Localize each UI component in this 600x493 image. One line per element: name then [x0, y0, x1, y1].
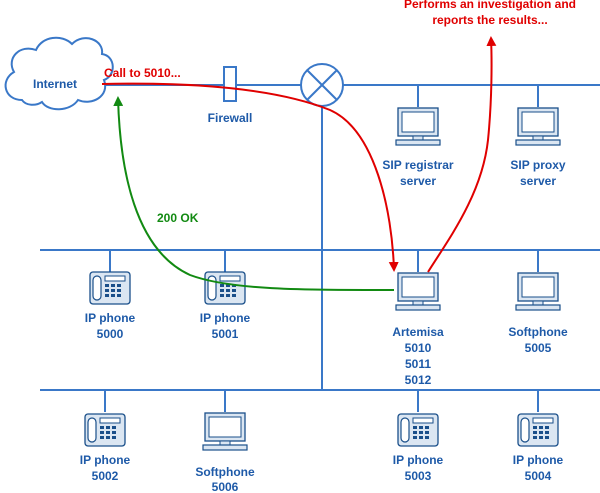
sip-registrar-label-line1: SIP registrar [382, 158, 453, 172]
ip-phone-5000-icon [89, 271, 131, 305]
ip-phone-5000-label-line1: IP phone [85, 311, 136, 325]
ip-phone-5002-label-line2: 5002 [92, 469, 119, 483]
softphone-5005-label-line1: Softphone [508, 325, 568, 339]
sip-proxy-label-line1: SIP proxy [510, 158, 565, 172]
artemisa-label-line1: Artemisa [392, 325, 444, 339]
ip-phone-5002-icon [84, 413, 126, 447]
sip-proxy-label-line2: server [520, 174, 556, 188]
ip-phone-5003-label-line2: 5003 [405, 469, 432, 483]
ip-phone-5002-label-line1: IP phone [80, 453, 131, 467]
investigation-label-line2: reports the results... [432, 13, 547, 27]
softphone-5006-label-line1: Softphone [195, 465, 255, 479]
ip-phone-5003-label-line1: IP phone [393, 453, 444, 467]
ip-phone-5004-icon [517, 413, 559, 447]
softphone-5005-icon [515, 272, 561, 311]
ip-phone-5004-label-line2: 5004 [525, 469, 552, 483]
network-lines [40, 84, 600, 412]
artemisa-label-line2: 5010 [405, 341, 432, 355]
ip-phone-5001-label-line1: IP phone [200, 311, 251, 325]
firewall-label: Firewall [208, 111, 253, 125]
ip-phone-5001-label-line2: 5001 [212, 327, 239, 341]
ip-phone-5004-label-line1: IP phone [513, 453, 564, 467]
softphone-5006-icon [202, 412, 248, 451]
softphone-5005-label-line2: 5005 [525, 341, 552, 355]
investigation-label-line1: Performs an investigation and [404, 0, 576, 11]
ok-label: 200 OK [157, 211, 199, 225]
artemisa-label-line3: 5011 [405, 357, 431, 371]
internet-label: Internet [33, 77, 77, 91]
investigation-arrow [427, 36, 497, 273]
artemisa-computer-icon [395, 272, 441, 311]
softphone-5006-label-line2: 5006 [212, 480, 239, 493]
router-icon [300, 63, 344, 107]
ip-phone-5001-icon [204, 271, 246, 305]
call-arrow [101, 82, 399, 272]
artemisa-label-line4: 5012 [405, 373, 432, 387]
internet-cloud-icon [4, 36, 114, 111]
call-label: Call to 5010... [104, 66, 181, 80]
ip-phone-5000-label-line2: 5000 [97, 327, 124, 341]
ip-phone-5003-icon [397, 413, 439, 447]
sip-registrar-server-icon [395, 107, 441, 146]
sip-proxy-server-icon [515, 107, 561, 146]
firewall-icon [223, 66, 237, 102]
ok-arrow [113, 96, 395, 291]
sip-registrar-label-line2: server [400, 174, 436, 188]
